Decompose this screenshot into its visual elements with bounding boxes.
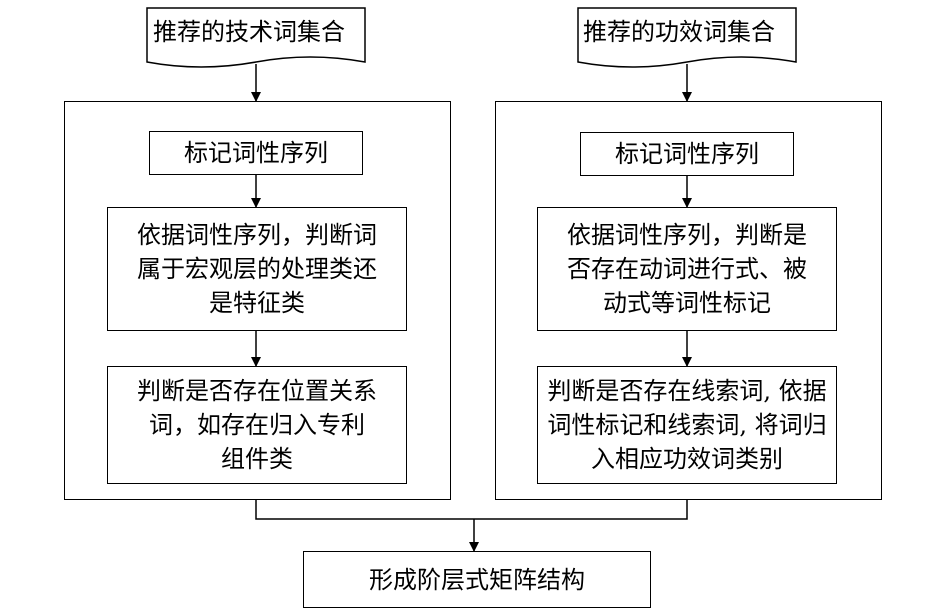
left-step-classify: 依据词性序列，判断词 属于宏观层的处理类还 是特征类 — [107, 207, 407, 331]
left-step-tag-pos: 标记词性序列 — [149, 131, 363, 175]
right-input-document: 推荐的功效词集合 — [583, 18, 775, 46]
right-process-group — [495, 101, 882, 500]
right-step-clue: 判断是否存在线索词, 依据 词性标记和线索词, 将词归 入相应功效词类别 — [537, 366, 837, 484]
document-shape-right — [577, 7, 797, 68]
right-step-tag-pos: 标记词性序列 — [580, 132, 794, 176]
left-step-location: 判断是否存在位置关系 词，如存在归入专利 组件类 — [107, 366, 407, 484]
left-input-document: 推荐的技术词集合 — [153, 18, 345, 46]
merge-connector — [255, 500, 688, 520]
output-box: 形成阶层式矩阵结构 — [303, 551, 651, 608]
right-step-classify: 依据词性序列，判断是 否存在动词进行式、被 动式等词性标记 — [537, 207, 837, 331]
left-process-group — [64, 101, 451, 500]
document-shape-left — [146, 7, 366, 68]
